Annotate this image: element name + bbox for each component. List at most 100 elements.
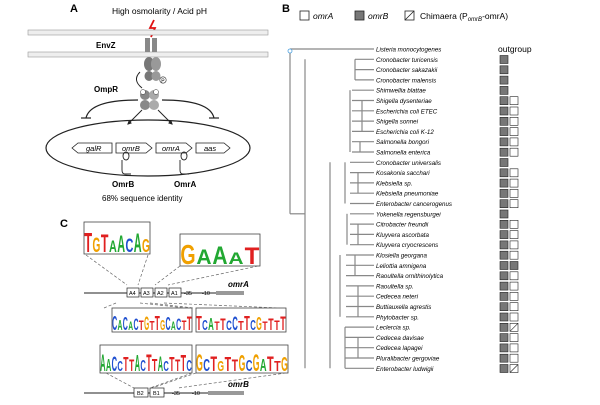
omrB-cell: [509, 281, 519, 291]
logo-letter: T: [146, 350, 151, 377]
svg-text:A2: A2: [157, 291, 164, 297]
omrA-cell: [499, 96, 509, 105]
taxon-label: Klebsiella pneumoniae: [376, 191, 439, 198]
logo-letter: T: [274, 318, 280, 334]
omrA-cell: [499, 220, 509, 229]
omrB-cell: [509, 96, 519, 105]
logo-letter: G: [196, 350, 203, 377]
taxon-label: Salmonella bongori: [376, 139, 430, 146]
omrA-cell: [499, 168, 509, 178]
logo-letter: T: [181, 350, 187, 376]
logo-letter: A: [117, 230, 125, 257]
taxon-label: Cronobacter sakazakii: [376, 67, 438, 74]
logo-letter: T: [175, 356, 180, 375]
taxon-row: Kosakonia sacchari: [376, 168, 519, 178]
logo-letter: C: [133, 314, 138, 334]
taxon-label: Cedecea neteri: [376, 294, 419, 301]
taxon-row: Enterobacter cancerogenus: [376, 199, 519, 208]
logo-letter: C: [250, 316, 256, 334]
omrB-cell: [509, 137, 519, 147]
taxon-label: Cedecea davisae: [376, 335, 424, 342]
logo-letter: T: [101, 230, 109, 258]
omrB-cell: [509, 250, 519, 260]
logo-letter: A: [118, 317, 123, 334]
panel-b-label: B: [282, 3, 290, 15]
omrB-cell: [509, 199, 519, 208]
omrB-cell: [509, 168, 519, 178]
omrA-cell: [499, 271, 509, 281]
taxon-label: Kosakonia sacchari: [376, 170, 430, 177]
taxon-label: Salmonella enterica: [376, 150, 431, 157]
taxon-row: Cronobacter turicensis: [376, 55, 509, 64]
taxon-row: Klebsiella sp.: [376, 178, 519, 188]
logo-letter: C: [232, 314, 238, 335]
gene-omrB: omrB: [115, 142, 153, 154]
omrB-rna-label: OmrB: [112, 180, 134, 189]
omrB-cell: [509, 312, 519, 322]
omrA-cell: [499, 364, 509, 373]
svg-text:galR: galR: [86, 144, 102, 153]
logo-letter: A: [106, 355, 111, 375]
logo-letter: A: [100, 349, 106, 376]
taxon-row: Kluyvera ascorbata: [376, 230, 519, 239]
logo-letter: G: [142, 237, 150, 257]
omrB-cell: [509, 261, 519, 270]
logo-letter: G: [160, 318, 165, 334]
legend: omrA omrB Chimaera (PomrB-omrA): [299, 10, 508, 23]
logo-letter: T: [274, 359, 281, 375]
taxon-row: Salmonella bongori: [376, 137, 519, 147]
taxon-label: Phytobacter sp.: [376, 314, 419, 321]
taxon-label: Listeria monocytogenes: [376, 47, 441, 54]
taxon-label: Cronobacter malensis: [376, 77, 436, 84]
taxon-label: Shigella dysenteriae: [376, 98, 432, 105]
panel-c-label: C: [60, 218, 68, 230]
taxon-label: Enterobacter cancerogenus: [376, 201, 452, 208]
taxon-label: Escherichia coli K-12: [376, 129, 434, 136]
taxon-row: Escherichia coli K-12: [376, 127, 519, 136]
logo-letter: G: [253, 350, 260, 377]
phospho-badge: [159, 76, 167, 84]
logo-letter: A: [135, 351, 140, 377]
svg-text:-10: -10: [192, 391, 200, 397]
taxon-row: Enterobacter ludwigii: [376, 364, 519, 373]
svg-text:-10: -10: [202, 291, 210, 297]
logo-letter: C: [186, 357, 192, 375]
omrB-cell: [509, 147, 519, 157]
omrA-cell: [499, 353, 509, 363]
svg-text:aas: aas: [204, 144, 216, 153]
phylo-tree: [287, 48, 374, 369]
logo-letter: G: [256, 314, 262, 334]
omrB-cell: [509, 271, 519, 281]
chromosome: [45, 119, 251, 177]
logo-letter: G: [239, 350, 246, 376]
omrA-cell: [499, 75, 509, 85]
logo-letter: A: [171, 320, 176, 334]
stimulus-label: High osmolarity / Acid pH: [112, 6, 207, 16]
svg-text:-35: -35: [184, 291, 192, 297]
logo-letter: G: [180, 240, 195, 271]
omrB-gene-label: omrB: [228, 380, 249, 389]
omrA-cell: [499, 343, 509, 353]
logo-letter: T: [267, 351, 274, 376]
taxon-label: Cronobacter universalis: [376, 160, 441, 167]
taxon-label: Yokenella regensburgei: [376, 211, 441, 218]
svg-text:B1: B1: [153, 391, 160, 397]
svg-text:A3: A3: [143, 291, 150, 297]
activation-arrows: [127, 109, 173, 125]
logo-letter: C: [176, 314, 181, 334]
logo-letter: G: [281, 354, 288, 376]
taxon-label: Cronobacter turicensis: [376, 57, 438, 64]
omrA-cell: [499, 230, 509, 239]
omrB-cell: [509, 302, 519, 312]
logo-letter: C: [202, 316, 208, 334]
omrA-cell: [499, 312, 509, 322]
omrA-cell: [499, 106, 509, 116]
taxon-label: Pluralibacter gergoviae: [376, 356, 440, 363]
omrB-cell: [509, 178, 519, 188]
gene-omrA: omrA: [155, 142, 193, 154]
logo-letter: G: [217, 358, 224, 375]
taxon-row: Cedecea davisae: [376, 333, 519, 342]
ompr-label: OmpR: [94, 85, 118, 94]
